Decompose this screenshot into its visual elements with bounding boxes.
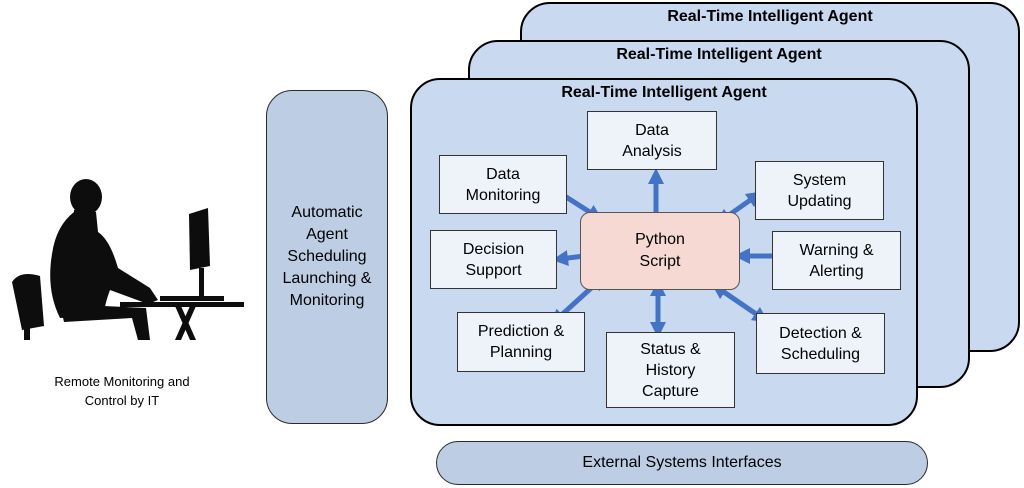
data-analysis-box: Data Analysis <box>587 111 717 170</box>
system-updating-label: System Updating <box>787 171 852 210</box>
prediction-planning-label: Prediction & Planning <box>477 323 565 361</box>
scheduler-label: Automatic Agent Scheduling Launching & M… <box>282 204 372 309</box>
data-monitoring-box: Data Monitoring <box>439 155 567 214</box>
data-analysis-label: Data Analysis <box>622 121 682 160</box>
data-monitoring-label: Data Monitoring <box>465 165 541 204</box>
agent-title: Real-Time Intelligent Agent <box>561 84 767 101</box>
warning-alerting-label: Warning & Alerting <box>799 241 874 280</box>
agent-title: Real-Time Intelligent Agent <box>667 8 873 25</box>
python-script-label: Python Script <box>635 231 685 270</box>
arrow-detection-scheduling <box>711 283 769 323</box>
status-history-label: Status & History Capture <box>640 340 701 400</box>
detection-scheduling-box: Detection & Scheduling <box>756 313 885 374</box>
decision-support-label: Decision Support <box>462 240 525 279</box>
prediction-planning-box: Prediction & Planning <box>457 312 585 372</box>
external-systems-label: External Systems Interfaces <box>582 454 782 471</box>
person-at-computer-icon <box>12 179 244 340</box>
decision-support-box: Decision Support <box>430 230 557 289</box>
python-script-core: Python Script <box>580 212 740 290</box>
status-history-box: Status & History Capture <box>606 332 735 408</box>
warning-alerting-box: Warning & Alerting <box>772 231 901 290</box>
agent-title: Real-Time Intelligent Agent <box>616 46 822 63</box>
external-systems-pill: External Systems Interfaces <box>436 441 928 485</box>
system-updating-box: System Updating <box>755 161 884 220</box>
scheduler-pill: Automatic Agent Scheduling Launching & M… <box>266 90 388 424</box>
detection-scheduling-label: Detection & Scheduling <box>779 324 862 363</box>
operator-caption: Remote Monitoring and Control by IT <box>54 374 190 408</box>
